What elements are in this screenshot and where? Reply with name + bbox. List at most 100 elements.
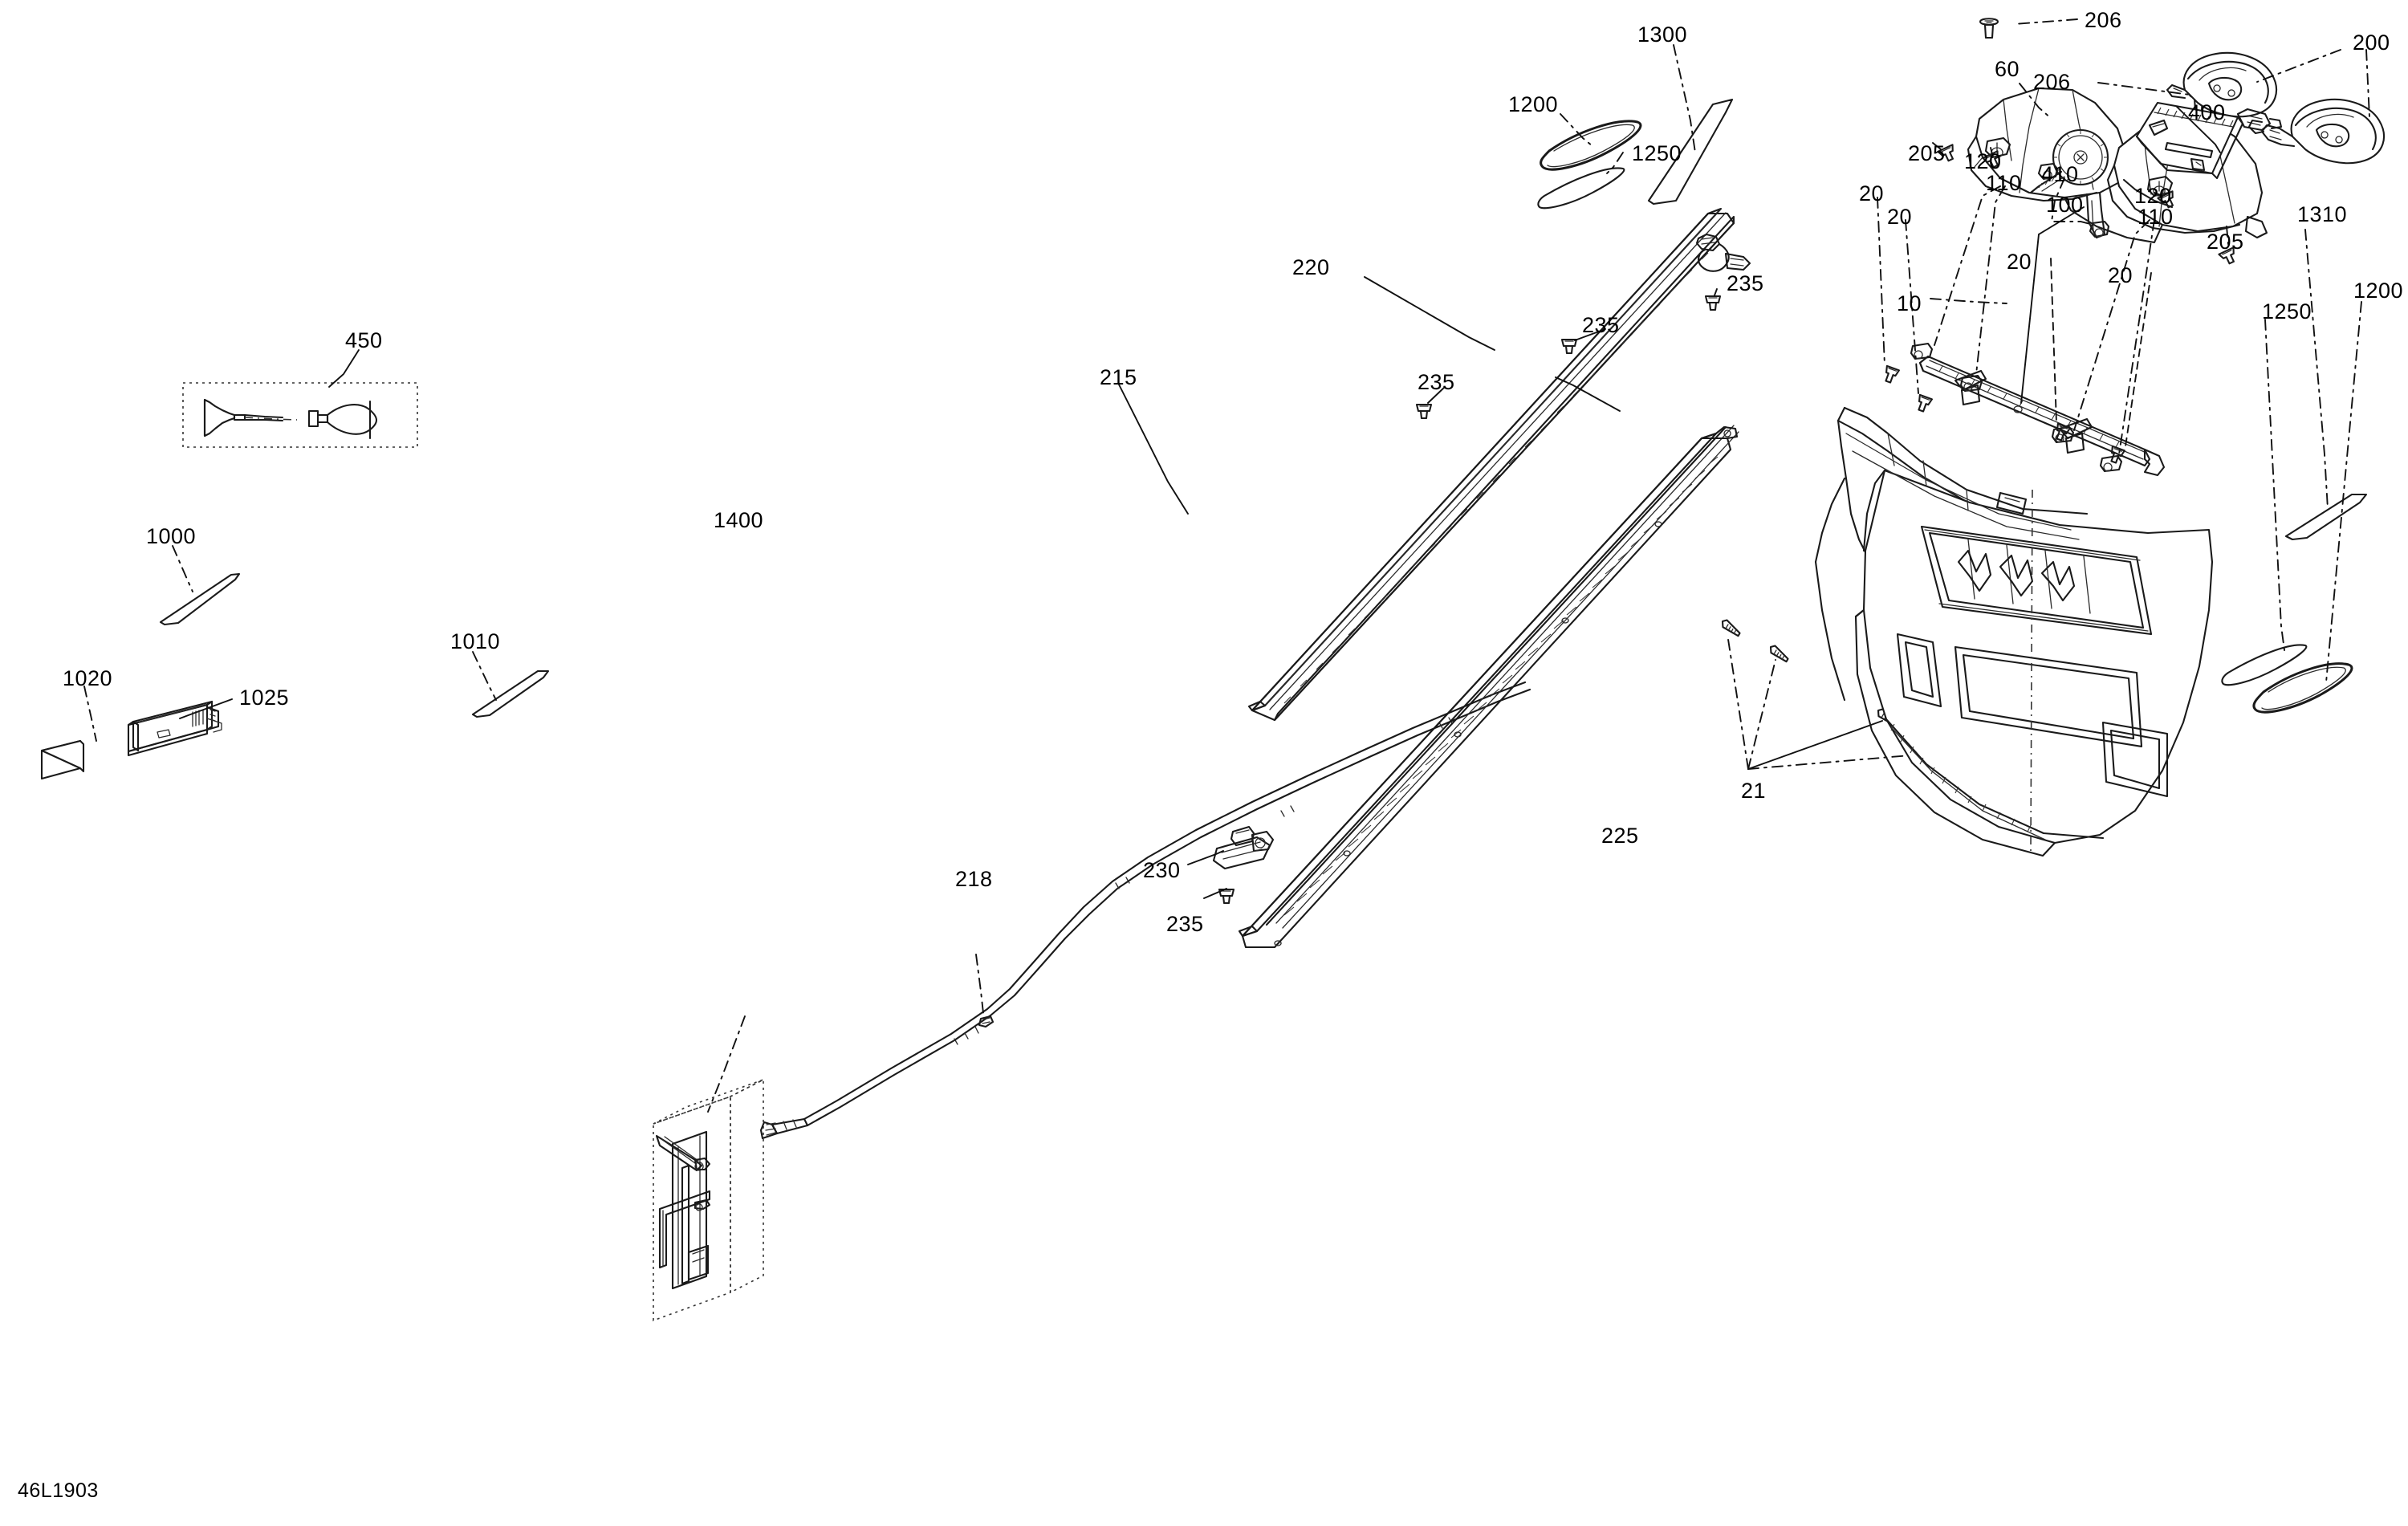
leader-21d [1747,752,1939,770]
part-1400-latch-bracket [653,1078,764,1322]
callout-235-a: 235 [1727,271,1764,295]
leader-120a [1990,147,1993,155]
leader-235a [1714,288,1718,296]
leader-215 [1118,384,1189,515]
leader-230 [1187,850,1224,865]
leader-20b [1905,219,1919,394]
callout-120-a: 120 [1964,149,2002,173]
leader-1000 [172,545,193,592]
part-225-lower-rail [1238,425,1739,949]
leader-410 [2050,177,2094,226]
callout-235-b: 235 [1582,313,1620,337]
callout-200: 200 [2353,31,2390,55]
part-100-support-bar [1918,355,2166,477]
leader-110a2 [1975,185,2006,375]
callout-10: 10 [1897,291,1922,315]
callout-1300: 1300 [1637,22,1688,47]
part-120-clips [1982,150,2174,209]
leader-400 [2176,106,2221,153]
callout-205-b: 205 [2207,230,2244,254]
leader-110a1 [1934,185,2001,346]
leader-206a [2014,18,2078,25]
leader-205b [2226,226,2229,245]
callout-220: 220 [1292,255,1330,279]
leader-60 [2019,83,2052,120]
part-1310-decal [2284,493,2368,541]
part-200-latch-assembly-upper [2166,51,2283,132]
leader-235b [1574,328,1606,341]
callout-215: 215 [1100,365,1137,389]
callout-400: 400 [2188,100,2226,124]
leader-1025 [179,698,233,719]
callout-120-b: 120 [2134,184,2172,208]
callout-410: 410 [2041,162,2079,186]
part-1200-decal-right [2252,662,2353,714]
callout-1200-top: 1200 [1508,92,1559,116]
callout-218: 218 [955,867,993,891]
part-1000-decal [159,572,241,626]
callout-20-a: 20 [1859,181,1885,206]
callout-235-c: 235 [1418,370,1455,394]
rail-connector-harness [1695,233,1751,272]
part-1025-storage-tray [127,700,222,757]
leader-21c [1747,720,1883,770]
leader-1020 [83,686,97,742]
callout-230: 230 [1143,858,1181,882]
part-400-bracket-plate [2135,101,2244,180]
leader-200a [2256,49,2341,83]
callout-1010: 1010 [450,629,501,653]
callout-225: 225 [1601,824,1639,848]
callout-1020: 1020 [63,666,113,690]
part-1300-decal [1647,98,1734,206]
callout-1025: 1025 [239,686,290,710]
callout-1400: 1400 [714,508,764,532]
part-1200-decal-top [1540,120,1642,171]
callout-450: 450 [345,328,383,352]
callout-1200-right: 1200 [2353,279,2404,303]
part-10-hood-panel [1814,406,2214,857]
part-1250-decal-right [2221,644,2308,686]
leader-20d [2125,272,2152,447]
callout-60: 60 [1995,57,2020,81]
part-20-screws [1885,364,2125,464]
leader-225 [1555,376,1621,412]
callout-206-upper: 206 [2085,8,2122,32]
callout-110-a: 110 [1986,171,2022,195]
part-1010-decal [471,669,550,718]
leader-218 [975,954,984,1014]
callout-20-c: 20 [2007,250,2032,274]
leader-1300 [1673,44,1696,153]
leader-205a [1932,142,1942,150]
part-220-upper-rail [1247,207,1735,722]
leader-1200a [1560,113,1593,147]
leader-21a [1727,633,1749,770]
callout-235-d: 235 [1166,912,1204,936]
callout-205-a: 205 [1908,141,1946,165]
callout-206-lower: 206 [2033,70,2071,94]
leader-1250b [2264,319,2285,651]
callout-20-b: 20 [1887,205,1913,229]
leader-120b [2154,192,2163,197]
part-235-rivets [1218,295,1722,905]
leader-206b [2097,82,2190,96]
leader-220 [1364,276,1495,351]
leader-1010 [472,651,497,701]
leader-1310 [2304,229,2329,510]
part-450-horn [182,382,418,448]
part-1250-decal-top [1537,167,1625,210]
leader-1200b [2325,301,2362,683]
callout-100: 100 [2046,193,2084,217]
leader-20c [2050,258,2057,424]
callout-1000: 1000 [146,524,197,548]
part-410-grommets [2037,162,2110,238]
callout-21: 21 [1741,779,1767,803]
callout-1250-top: 1250 [1632,141,1682,165]
part-218-cable-tie [978,1015,995,1028]
leader-235d [1203,888,1227,899]
leader-1250a [1606,152,1624,174]
part-200-latch-assembly-lower [2247,98,2386,165]
leader-100 [2020,206,2085,404]
part-205-push-rivets [1937,144,2235,265]
